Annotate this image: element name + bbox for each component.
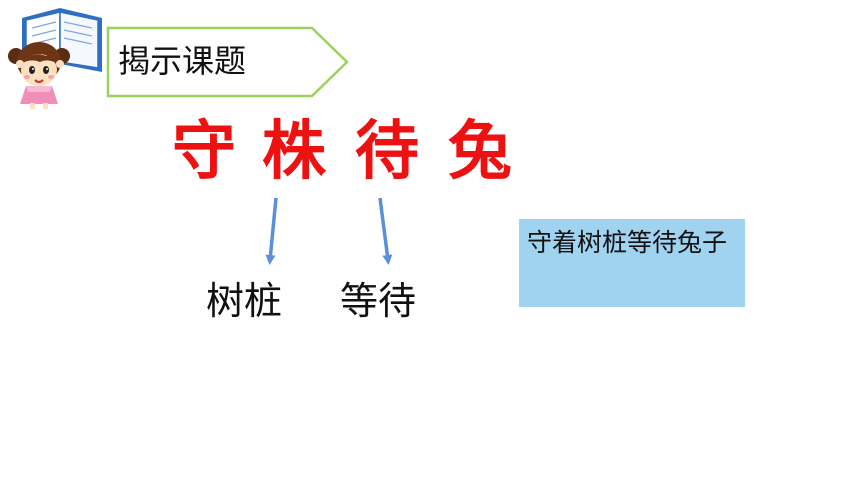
arrow-down-icon: [378, 197, 393, 265]
title-char-2: 株: [262, 115, 326, 189]
section-label: 揭示课题: [118, 42, 247, 80]
girl-with-book-icon: [8, 8, 102, 109]
section-banner: [106, 26, 349, 98]
arrow-down-icon: [265, 197, 278, 265]
meaning-box: 守着树桩等待兔子: [519, 219, 745, 307]
title-char-1: 守: [172, 115, 236, 189]
word-wait: 等待: [340, 279, 417, 323]
word-stump: 树桩: [206, 279, 283, 323]
meaning-text: 守着树桩等待兔子: [527, 228, 728, 257]
title-char-4: 兔: [448, 115, 512, 189]
explanation-arrows: [265, 197, 393, 265]
title-char-3: 待: [355, 115, 419, 189]
